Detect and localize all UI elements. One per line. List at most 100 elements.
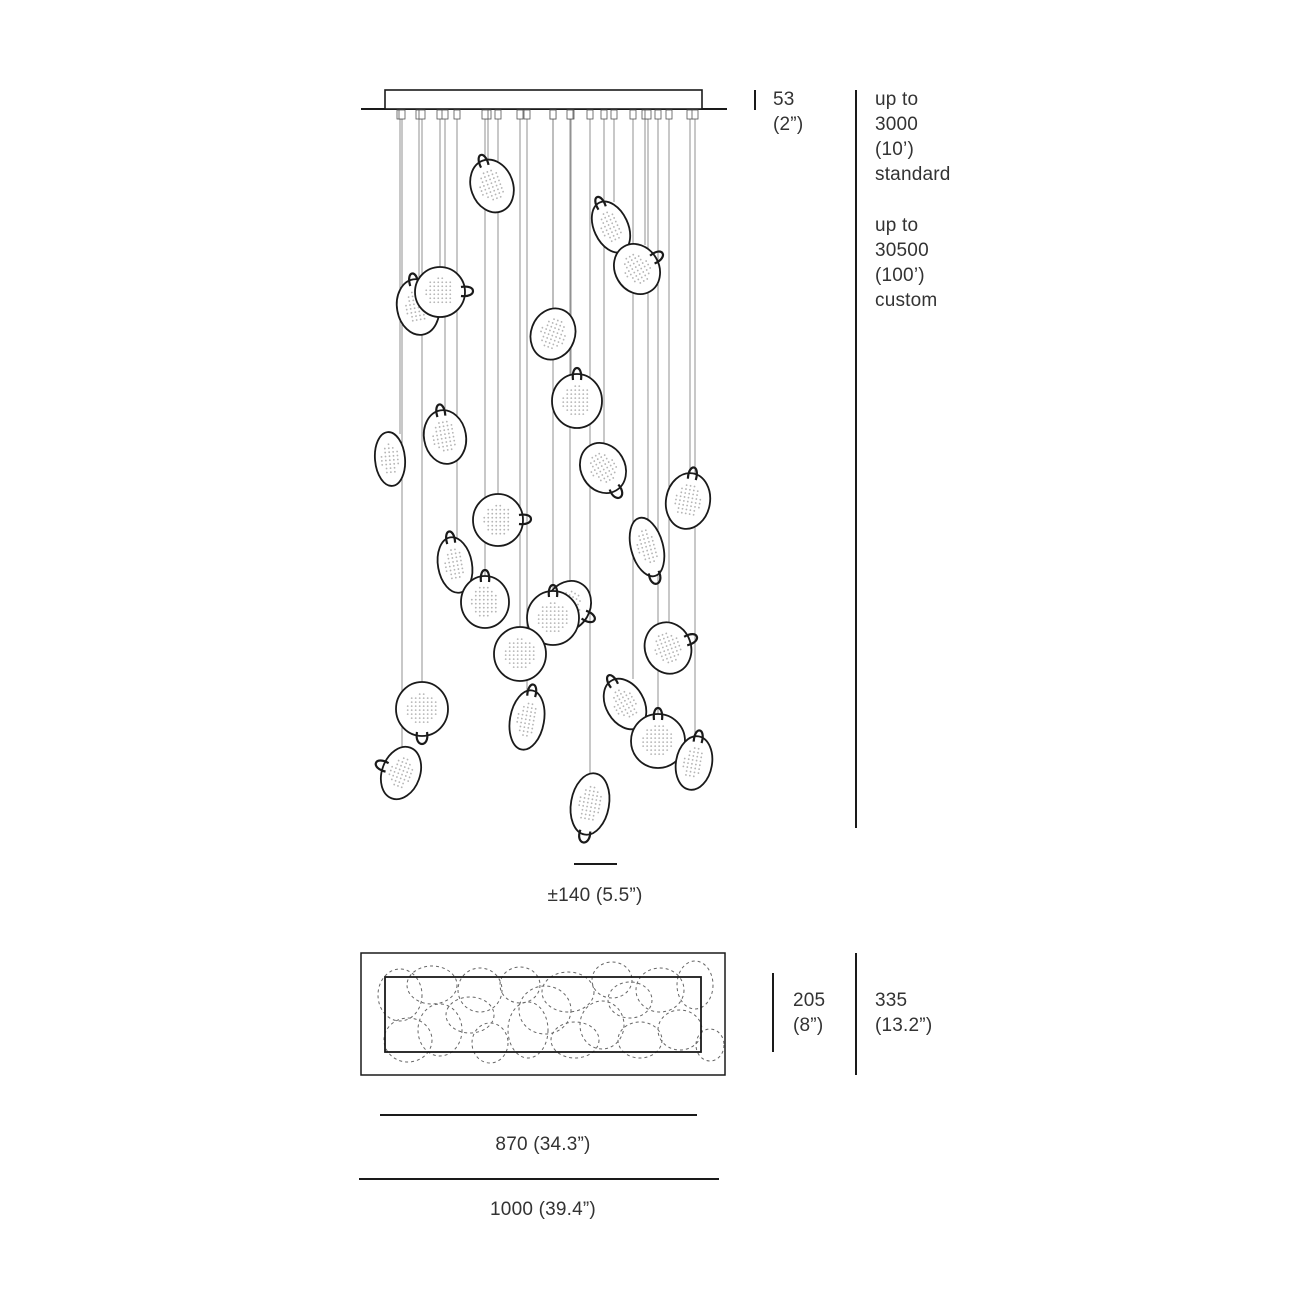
plan-glass-outline <box>471 1022 509 1064</box>
glass-pendant <box>472 493 533 547</box>
pendant-loop <box>594 195 607 211</box>
pendant-glass <box>674 735 714 791</box>
plan-glass-outline <box>499 966 541 1004</box>
pendant-glass <box>460 575 510 629</box>
glass-pendant <box>395 681 449 746</box>
pendant-texture <box>578 785 602 821</box>
pendant-loop <box>477 153 490 169</box>
pendant-loop <box>479 568 491 583</box>
pendant-loop <box>445 530 457 545</box>
pendant-loop <box>692 729 704 744</box>
drop-standard-line-4: standard <box>875 164 951 185</box>
pendant-texture <box>388 757 414 789</box>
pendant-glass <box>551 373 603 429</box>
pendant-texture <box>682 747 703 778</box>
plan-glass-outline <box>518 985 572 1035</box>
pendant-texture <box>425 277 452 304</box>
pendant-texture <box>562 385 589 416</box>
pendant-texture <box>540 318 566 350</box>
pendant-glass <box>529 307 577 361</box>
plan-glass-outline <box>607 981 653 1019</box>
pendant-texture <box>613 689 638 718</box>
pendant-texture <box>674 484 702 516</box>
plan-glass-outline <box>591 961 633 999</box>
pendant-loop <box>649 250 665 265</box>
glass-pendant <box>469 153 515 214</box>
cable-gripper <box>610 109 618 120</box>
pendant-texture <box>600 211 622 243</box>
pendant-glass <box>493 626 547 682</box>
pendant-texture <box>470 586 497 617</box>
cable-gripper <box>398 109 406 120</box>
plan-glass-outline <box>417 1003 463 1057</box>
pendant-glass <box>414 266 466 318</box>
pendant-glass <box>395 681 449 737</box>
plan-glass-outline <box>541 971 595 1013</box>
glass-pendant <box>414 266 475 318</box>
glass-pendant <box>643 621 698 675</box>
pendant-loop <box>435 403 447 418</box>
glass-pendant <box>664 466 712 530</box>
pendant-glass <box>469 158 515 214</box>
canopy-height-label: 53 (2”) <box>773 87 803 137</box>
cable-gripper <box>566 109 574 120</box>
plan-outer-depth-mm: 335 <box>875 990 908 1011</box>
pendant-glass <box>569 772 611 836</box>
plan-glass-outline <box>617 1021 663 1059</box>
plan-glass-outline <box>383 1017 433 1063</box>
drop-custom-line-2: 30500 <box>875 240 929 261</box>
plan-canopy-outline <box>384 976 702 1053</box>
pendant-width-label: ±140 (5.5”) <box>547 885 643 906</box>
plan-outer-depth-label: 335 (13.2”) <box>875 988 932 1038</box>
cable-gripper <box>586 109 594 120</box>
pendant-glass <box>373 431 407 487</box>
canopy-length-label: 870 (34.3”) <box>495 1134 591 1155</box>
cable-gripper <box>654 109 662 120</box>
pendant-texture <box>516 702 537 737</box>
plan-glass-outline <box>550 1021 600 1059</box>
glass-pendant <box>630 706 686 769</box>
drop-custom-line-1: up to <box>875 215 919 236</box>
glass-pendant <box>374 745 423 801</box>
drop-standard-line-2: 3000 <box>875 114 919 135</box>
cable-gripper <box>418 109 426 120</box>
pendant-texture <box>479 169 504 201</box>
plan-inner-depth-mm: 205 <box>793 990 826 1011</box>
drop-standard-label: up to 3000 (10’) standard <box>875 87 951 187</box>
cable-gripper <box>549 109 557 120</box>
pendant-glass <box>643 621 693 675</box>
plan-outer-outline <box>360 952 726 1076</box>
pendant-texture <box>504 638 535 669</box>
pendant-texture <box>380 443 400 474</box>
elevation-view <box>361 89 727 844</box>
glass-pendant <box>529 307 577 361</box>
pendant-glass <box>613 243 661 295</box>
drop-custom-line-3: (100’) <box>875 265 925 286</box>
cable-gripper <box>665 109 673 120</box>
cable-gripper <box>494 109 502 120</box>
pendant-texture <box>406 693 437 724</box>
plan-outer-depth-in: (13.2”) <box>875 1015 933 1036</box>
pendant-loop <box>608 483 624 500</box>
plan-glass-outline <box>445 996 495 1034</box>
glass-pendant <box>422 403 468 465</box>
glass-pendant <box>569 772 611 844</box>
pendant-glass <box>628 516 666 578</box>
glass-pendant <box>460 568 510 629</box>
plan-glass-outline <box>457 967 503 1013</box>
pendant-loop <box>578 829 592 844</box>
pendant-loop <box>460 285 475 298</box>
drop-standard-line-3: (10’) <box>875 139 915 160</box>
pendant-texture <box>654 632 682 664</box>
pendant-texture <box>589 452 618 483</box>
plan-inner-depth-in: (8”) <box>793 1015 824 1036</box>
glass-pendant <box>551 366 603 429</box>
pendant-loop <box>547 583 559 598</box>
glass-pendant <box>579 442 627 500</box>
pendant-glass <box>422 409 468 465</box>
plan-glass-outline <box>406 965 458 1005</box>
pendant-loop <box>415 731 429 746</box>
plan-glass-outline <box>579 1000 625 1050</box>
plan-glass-outline <box>507 1001 549 1059</box>
